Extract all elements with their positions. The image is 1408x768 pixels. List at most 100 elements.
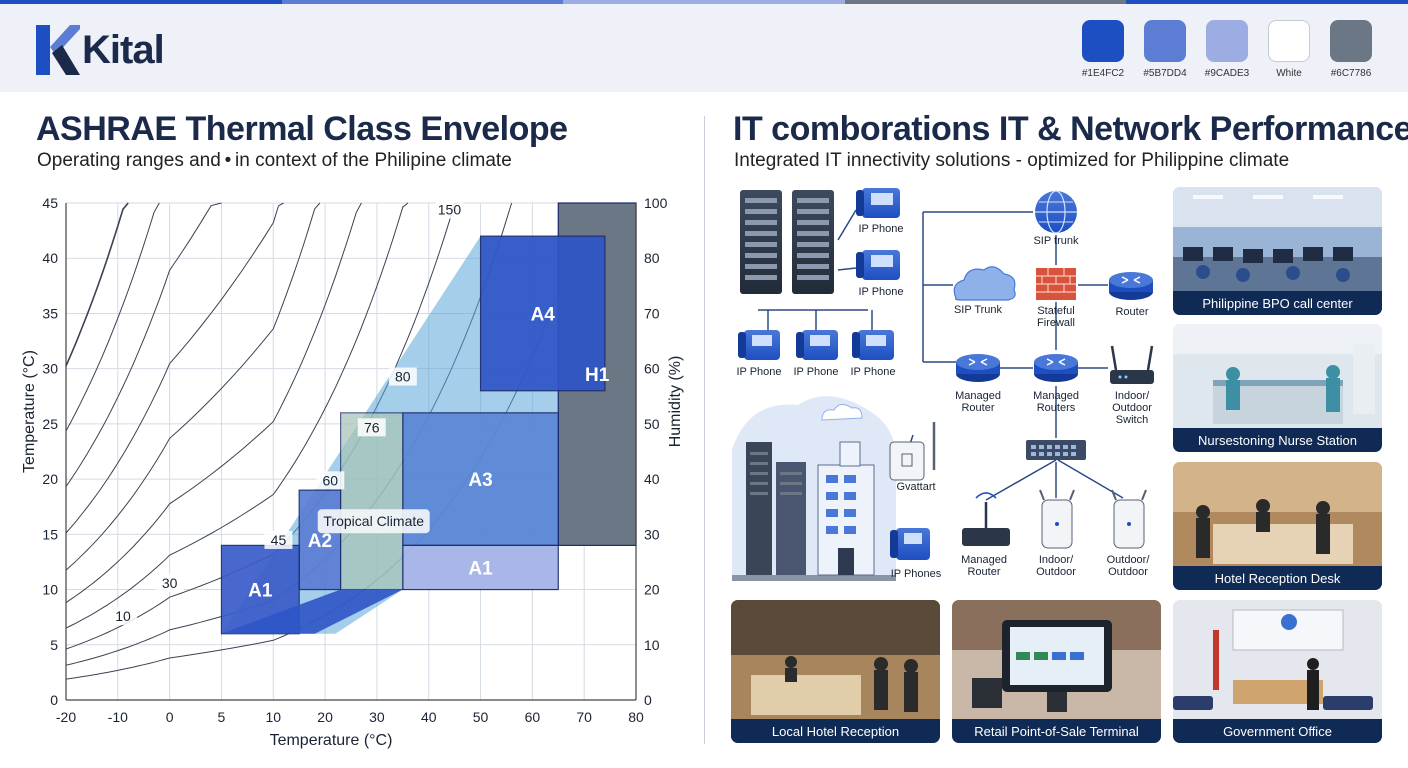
y-tick-label: 45 (42, 195, 58, 211)
ip-phone-icon (856, 250, 900, 280)
managed-router-label: Router (967, 566, 1000, 578)
rh-curve (65, 202, 160, 432)
section-divider (704, 116, 705, 744)
curve-label: 150 (438, 202, 462, 218)
curve-label: 10 (115, 608, 131, 624)
y2-tick-label: 30 (644, 526, 660, 542)
curve-label: 80 (395, 369, 411, 385)
swatch-label: #5B7DD4 (1143, 68, 1187, 79)
y-tick-label: 5 (50, 637, 58, 653)
ip-phone-label: IP Phone (858, 223, 903, 235)
photo-local-hotel-reception[interactable]: Local Hotel Reception (731, 600, 940, 743)
region-a1-right (402, 544, 559, 591)
curve-label-bg (109, 607, 137, 626)
logo-text: Kital (82, 27, 165, 72)
region-label: H1 (585, 365, 610, 386)
y2-tick-label: 10 (644, 637, 660, 653)
network-switch-icon (1026, 440, 1086, 460)
y-tick-label: 10 (42, 582, 58, 598)
managed-router-label: Managed (955, 390, 1001, 402)
tag-background (317, 509, 430, 534)
x-tick-label: -20 (56, 709, 76, 725)
swatch-label: #9CADE3 (1204, 68, 1250, 79)
left-subtitle: Operating ranges and • in context of the… (37, 150, 512, 171)
top-accent-strip (0, 0, 1408, 4)
region-label: Tropical Climate (323, 513, 424, 529)
rh-curve (65, 202, 129, 367)
ip-phone-label: IP Phone (858, 286, 903, 298)
ip-phone-label: IP Phone (793, 366, 838, 378)
photo-caption: Nursestoning Nurse Station (1173, 428, 1382, 452)
rh-curve (65, 202, 409, 629)
photo-hotel-reception-desk[interactable]: Hotel Reception Desk (1173, 462, 1382, 590)
y2-tick-label: 100 (644, 195, 668, 211)
y2-tick-label: 20 (644, 582, 660, 598)
region-label: A1 (468, 558, 493, 579)
router-icon (1109, 272, 1153, 300)
managed-router-label: Router (961, 402, 994, 414)
y2-axis-title: Humidity (%) (667, 356, 684, 448)
indoor-outdoor-label: Indoor/ (1039, 554, 1074, 566)
photo-retail-pos[interactable]: Retail Point-of-Sale Terminal (952, 600, 1161, 743)
k-logo-icon (36, 25, 80, 75)
right-subtitle: Integrated IT innectivity solutions - op… (734, 150, 1290, 171)
x-tick-label: 5 (218, 709, 226, 725)
curve-label-bg (357, 418, 386, 437)
swatch-label: White (1276, 68, 1302, 79)
x-tick-label: 50 (473, 709, 489, 725)
router-icon (1034, 354, 1078, 382)
y2-tick-label: 50 (644, 416, 660, 432)
x-tick-label: 0 (166, 709, 174, 725)
swatch-chip (1268, 20, 1310, 62)
y-tick-label: 35 (42, 305, 58, 321)
y2-tick-label: 80 (644, 250, 660, 266)
y-tick-label: 20 (42, 471, 58, 487)
gateway-icon (889, 422, 936, 481)
swatch-chip (1330, 20, 1372, 62)
curve-label: 60 (322, 472, 338, 488)
rh-curve (65, 202, 284, 534)
swatch-4: #6C7786 (1330, 20, 1372, 79)
swatch-chip (1206, 20, 1248, 62)
photo-bpo-call-center[interactable]: Philippine BPO call center (1173, 187, 1382, 315)
region-tropical-climate (340, 412, 404, 591)
y-axis-title: Temperature (°C) (21, 350, 38, 473)
left-title: ASHRAE Thermal Class Envelope (36, 110, 568, 148)
sip-trunk-label: SIP trunk (1033, 235, 1079, 247)
curve-label-bg (264, 530, 293, 549)
y-tick-label: 25 (42, 416, 58, 432)
building-icon (732, 396, 898, 581)
photo-nurse-station[interactable]: Nursestoning Nurse Station (1173, 324, 1382, 452)
wifi-router-icon (962, 492, 1010, 546)
photo-caption: Government Office (1173, 719, 1382, 743)
curve-label-bg (388, 367, 417, 386)
y2-tick-label: 40 (644, 471, 660, 487)
swatch-1: #5B7DD4 (1143, 20, 1187, 79)
router-icon (956, 354, 1000, 382)
rh-curve (65, 202, 222, 487)
curve-label-bg (435, 200, 464, 219)
y2-tick-label: 0 (644, 692, 652, 708)
indoor-outdoor-label: Outdoor (1036, 566, 1076, 578)
firewall-icon (1036, 268, 1076, 300)
right-title: IT comborations IT & Network Performance (733, 110, 1408, 148)
y-tick-label: 30 (42, 361, 58, 377)
region-a1-slope (221, 589, 403, 634)
x-tick-label: 40 (421, 709, 437, 725)
curve-label: 45 (271, 532, 287, 548)
region-a4 (479, 235, 606, 392)
tropical-climate-tag: Tropical Climate (317, 509, 430, 534)
y-tick-label: 0 (50, 692, 58, 708)
photo-government-office[interactable]: Government Office (1173, 600, 1382, 743)
x-tick-label: 70 (576, 709, 592, 725)
access-point-icon (1111, 489, 1147, 549)
brand-logo[interactable]: Kital (36, 24, 165, 76)
network-links (758, 209, 1124, 501)
ip-phone-label: IP Phone (736, 366, 781, 378)
photo-caption: Retail Point-of-Sale Terminal (952, 719, 1161, 743)
ip-phone-icon (856, 188, 900, 218)
curve-label-bg (316, 471, 345, 490)
x-tick-label: 60 (525, 709, 541, 725)
